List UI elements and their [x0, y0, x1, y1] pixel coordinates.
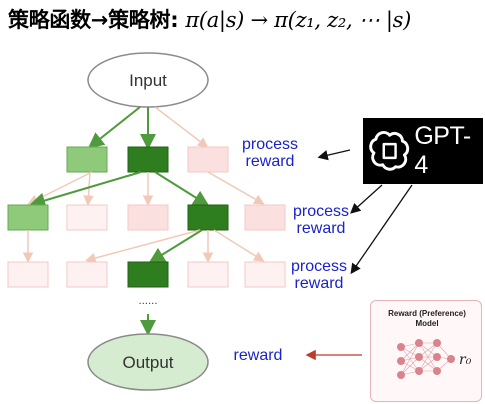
process-reward-label-2: process reward: [288, 203, 354, 237]
tree-ellipsis: ......: [138, 296, 157, 307]
edge-l2-faded-4: [213, 229, 265, 262]
l1-node-candidate: [66, 146, 108, 173]
edge-input-to-l1-faded: [154, 106, 209, 148]
l3-node-faded-3: [187, 261, 229, 288]
l1-node-faded: [187, 146, 229, 173]
gpt4-logo-box: GPT-4: [363, 118, 483, 184]
process-reward-2-line1: process: [292, 203, 350, 220]
openai-logo-icon: [369, 131, 410, 171]
neural-network-icon: r₀: [397, 339, 472, 379]
process-reward-label-1: process reward: [238, 136, 302, 170]
reward-model-box: Reward (Preference) Model r₀: [370, 300, 482, 402]
output-node: [87, 333, 209, 391]
edge-l2-faded-2: [85, 229, 201, 264]
output-label: Output: [122, 353, 173, 372]
l2-node-faded-2: [127, 204, 169, 231]
page-title: 策略函数→策略树: π(a|s) → π(z₁, z₂, ⋯ |s): [8, 4, 411, 34]
edge-l1-green-2: [154, 171, 210, 207]
gpt4-arrow-1: [317, 149, 351, 161]
l2-node-faded-3: [244, 204, 286, 231]
reward-label-text: reward: [233, 347, 283, 364]
process-reward-2-line2: reward: [296, 220, 346, 237]
process-reward-1-line1: process: [241, 136, 299, 153]
process-reward-label-3: process reward: [286, 258, 352, 292]
reward-model-output-symbol: r₀: [459, 352, 472, 368]
l3-node-faded-2: [66, 261, 108, 288]
l3-node-faded-4: [244, 261, 286, 288]
title-chinese: 策略函数→策略树:: [8, 8, 179, 32]
process-reward-3-line2: reward: [294, 275, 344, 292]
l1-node-selected: [127, 146, 169, 173]
edge-l1-faded-1: [27, 171, 93, 205]
edge-l2-green: [148, 229, 203, 264]
l2-node-candidate: [7, 204, 49, 231]
gpt4-arrow-2: [350, 184, 383, 214]
l2-node-faded-1: [66, 204, 108, 231]
reward-model-title: Reward (Preference) Model: [371, 309, 483, 329]
gpt4-arrow-3: [350, 184, 413, 275]
l3-node-selected: [127, 261, 169, 288]
edge-l1-green-1: [29, 171, 142, 209]
process-reward-3-line1: process: [290, 258, 348, 275]
process-reward-1-line2: reward: [245, 153, 295, 170]
edge-input-to-l1-candidate: [87, 106, 141, 149]
input-label: Input: [129, 71, 167, 90]
reward-model-title-line1: Reward (Preference): [388, 309, 466, 318]
edge-l1-faded-4: [207, 171, 265, 205]
title-formula: π(a|s) → π(z₁, z₂, ⋯ |s): [185, 8, 411, 32]
gpt4-label: GPT-4: [414, 122, 471, 179]
l2-node-selected: [187, 204, 229, 231]
reward-model-title-line2: Model: [415, 319, 439, 328]
l3-node-faded-1: [7, 261, 49, 288]
reward-label: reward: [228, 347, 288, 364]
